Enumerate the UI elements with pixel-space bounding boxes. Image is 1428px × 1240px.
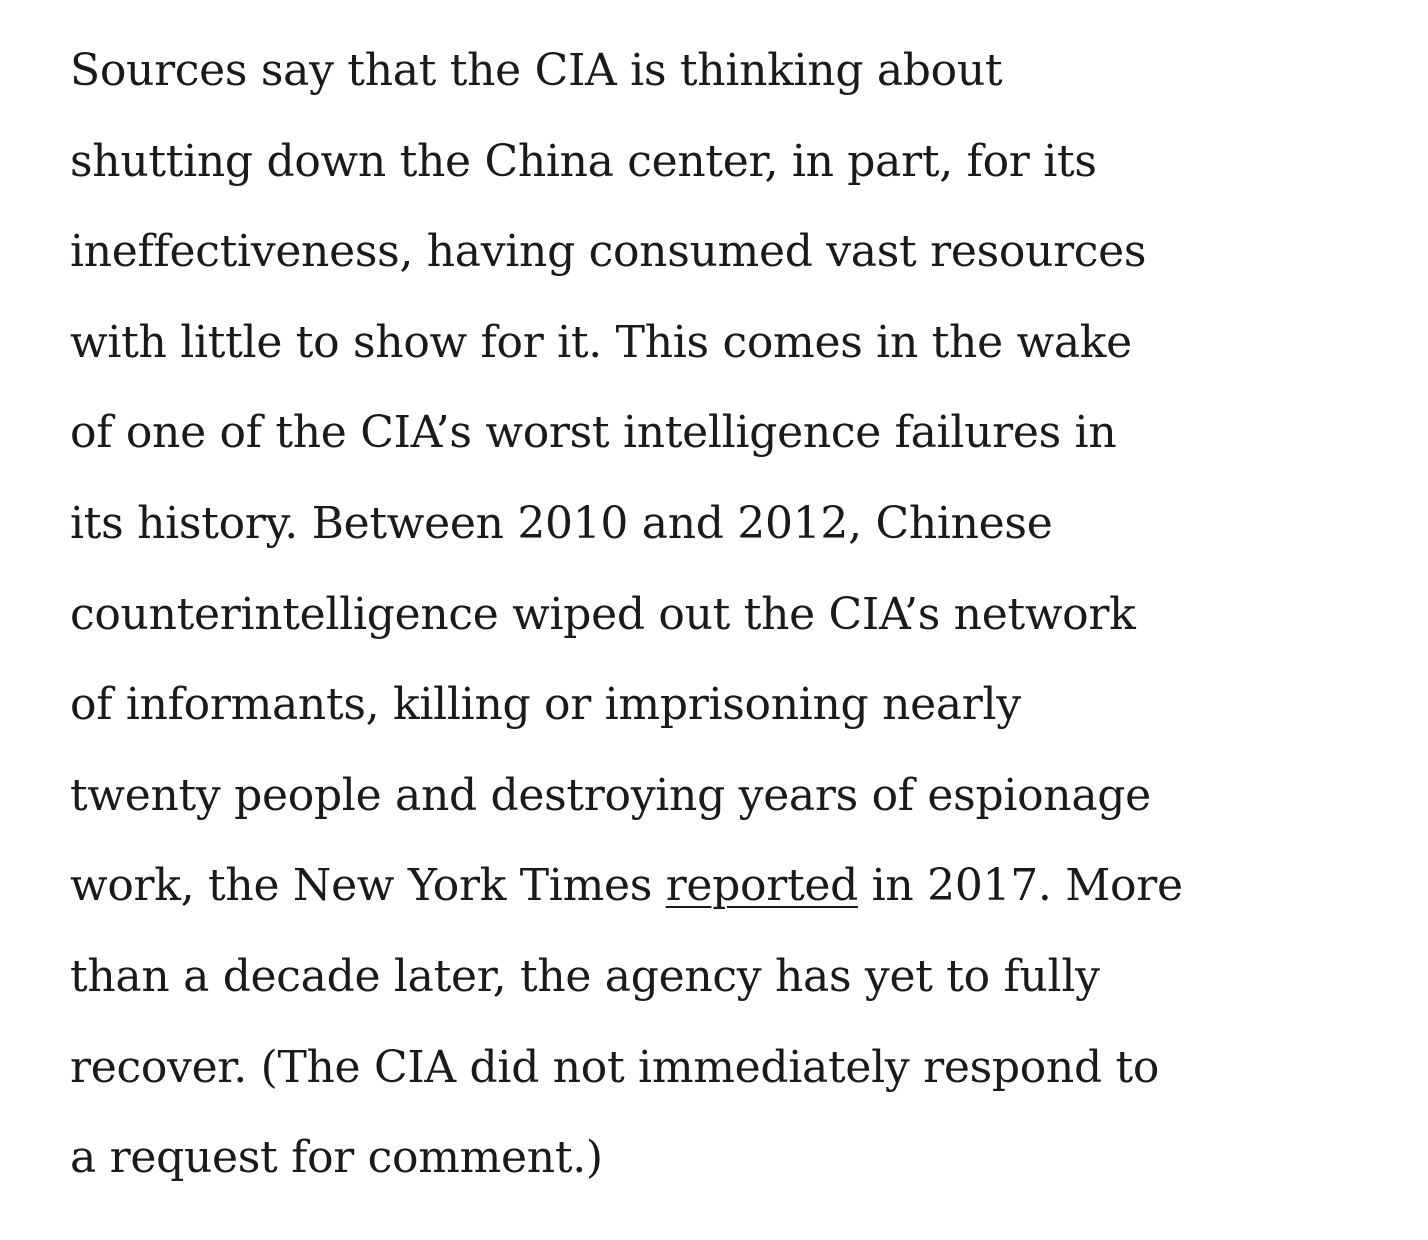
text-line: a request for comment.) [70, 1132, 603, 1184]
text-line: shutting down the China center, in part,… [70, 135, 1097, 187]
text-line: counterintelligence wiped out the CIA’s … [70, 588, 1136, 640]
text-line: Sources say that the CIA is thinking abo… [70, 45, 1003, 96]
text-line: of one of the CIA’s worst intelligence f… [70, 407, 1117, 459]
article-paragraph: Sources say that the CIA is thinking abo… [70, 36, 1183, 1214]
reported-link[interactable]: reported [665, 860, 859, 912]
text-line: of informants, killing or imprisoning ne… [70, 679, 1021, 731]
text-line-with-link: work, the New York Times reported in 201… [70, 851, 1183, 942]
text-line: with little to show for it. This comes i… [70, 316, 1132, 368]
text-after-link: in 2017. More [857, 860, 1183, 912]
text-line: than a decade later, the agency has yet … [70, 950, 1100, 1002]
text-line: recover. (The CIA did not immediately re… [70, 1041, 1160, 1093]
text-line: twenty people and destroying years of es… [70, 769, 1151, 821]
text-line: ineffectiveness, having consumed vast re… [70, 226, 1147, 278]
text-line: its history. Between 2010 and 2012, Chin… [70, 497, 1053, 549]
text-before-link: work, the New York Times [70, 860, 666, 912]
